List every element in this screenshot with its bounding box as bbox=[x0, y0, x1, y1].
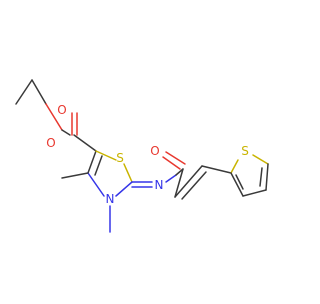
bond-thio-c3-c2-2 bbox=[235, 174, 244, 190]
bond-thio-c5-c4-2 bbox=[259, 167, 263, 187]
bond-cbeta-thio bbox=[201, 165, 232, 174]
bond-camide-calpha bbox=[174, 168, 184, 198]
bond-cester-c5 bbox=[73, 134, 97, 152]
structure-svg: O O S N N O S bbox=[15, 79, 269, 233]
atom-n-imine: N bbox=[155, 178, 164, 192]
bond-thio-c5-c4-1 bbox=[265, 163, 269, 191]
atom-s-thiophene: S bbox=[241, 144, 249, 158]
bond-thio-c2-s bbox=[230, 159, 239, 174]
bond-c5-s1 bbox=[95, 150, 117, 161]
bond-nimine-camide-b bbox=[175, 168, 184, 176]
molecule-diagram: O O S N N O S bbox=[15, 79, 269, 233]
bond-oether-cester bbox=[45, 103, 63, 131]
bond-camide-oamide-1 bbox=[162, 156, 181, 170]
bond-c5-c4-1 bbox=[87, 150, 97, 174]
bond-camide-oamide-2 bbox=[165, 151, 186, 165]
bond-nimine-camide bbox=[165, 174, 177, 183]
bond-c2-n3 bbox=[115, 181, 133, 197]
bond-thio-c3-c2-1 bbox=[230, 172, 244, 197]
atom-s-thiazole: S bbox=[116, 151, 124, 165]
bond-calpha-cbeta-2 bbox=[181, 171, 207, 200]
atom-o-carbonyl: O bbox=[46, 136, 55, 150]
bond-c5-c4-2 bbox=[94, 155, 103, 176]
bond-calpha-cbeta-1 bbox=[174, 165, 203, 198]
bond-thio-c4-c3 bbox=[242, 189, 267, 197]
bond-n3-c4 bbox=[87, 172, 105, 197]
bond-c4-methyl bbox=[61, 172, 89, 179]
bond-oether-cester-b bbox=[61, 129, 71, 136]
atom-n-ring: N bbox=[106, 192, 115, 206]
atom-o-ether: O bbox=[57, 103, 66, 117]
bond-s1-c2 bbox=[123, 163, 133, 183]
bond-thio-s-c5 bbox=[252, 154, 269, 165]
bond-ch2-oether bbox=[31, 79, 47, 105]
atom-o-amide: O bbox=[150, 144, 159, 158]
bond-ch3-ch2 bbox=[15, 79, 33, 105]
